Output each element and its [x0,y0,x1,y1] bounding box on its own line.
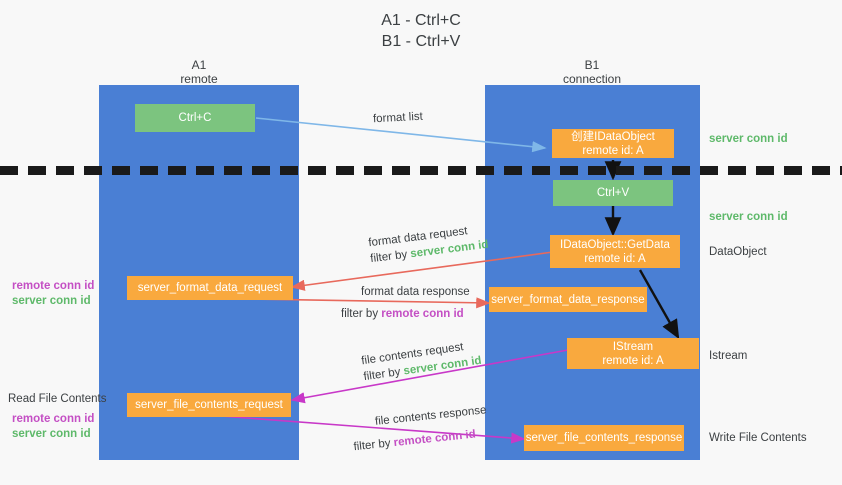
title-line-1: A1 - Ctrl+C [381,12,461,29]
label-file-contents-response: file contents response filter by remote … [353,402,489,453]
box-server-format-data-response: server_format_data_response [489,287,647,312]
left-label-remote-conn-id-1: remote conn id [12,280,95,292]
right-label-server-conn-id-2: server conn id [709,211,788,223]
box-istream-line1: IStream [612,340,654,353]
column-header-b1-name: B1 [584,58,600,72]
right-label-server-conn-id-1: server conn id [709,133,788,145]
filter-value-remote-conn-id: remote conn id [381,308,464,320]
box-istream-line2: remote id: A [602,354,664,367]
box-ctrl-v: Ctrl+V [553,180,673,206]
column-header-b1: B1 connection [512,58,672,86]
box-server-file-contents-request-label: server_file_contents_request [135,399,283,411]
filter-prefix: filter by [369,248,412,266]
filter-value-remote-conn-id: remote conn id [393,428,477,450]
box-idataobject-getdata-line2: remote id: A [584,252,646,265]
column-header-b1-sub: connection [562,72,622,86]
box-istream: IStream remote id: A [567,338,699,369]
box-server-format-data-request: server_format_data_request [127,276,293,300]
left-label-server-conn-id-1: server conn id [12,295,91,307]
box-ctrl-v-label: Ctrl+V [596,187,630,199]
label-format-list-text: format list [372,110,424,126]
box-server-file-contents-request: server_file_contents_request [127,393,291,417]
box-ctrl-c: Ctrl+C [135,104,255,132]
left-label-read-file-contents: Read File Contents [8,393,107,405]
label-format-data-response-text: format data response [361,286,470,298]
box-server-format-data-request-label: server_format_data_request [137,282,283,294]
label-file-contents-response-filter: filter by remote conn id [353,425,490,455]
diagram-title: A1 - Ctrl+C B1 - Ctrl+V [0,10,842,52]
box-create-idataobject-line2: remote id: A [582,144,644,157]
right-label-istream: Istream [709,350,748,362]
label-format-list: format list [373,109,424,128]
label-file-contents-request: file contents request filter by server c… [360,337,483,385]
filter-prefix: filter by [353,437,395,454]
left-label-remote-conn-id-2: remote conn id [12,413,95,425]
box-server-file-contents-response-label: server_file_contents_response [525,432,683,444]
box-server-file-contents-response: server_file_contents_response [524,425,684,451]
box-create-idataobject: 创建IDataObject remote id: A [552,129,674,158]
horizontal-dashed-divider [0,166,842,175]
column-header-a1: A1 remote [119,58,279,86]
filter-prefix: filter by [362,365,405,384]
box-create-idataobject-line1: 创建IDataObject [571,130,655,143]
box-idataobject-getdata: IDataObject::GetData remote id: A [550,235,680,268]
box-ctrl-c-label: Ctrl+C [178,112,212,124]
box-idataobject-getdata-line1: IDataObject::GetData [560,238,670,251]
label-format-data-response: format data response filter by remote co… [341,284,470,322]
box-server-format-data-response-label: server_format_data_response [491,293,645,306]
filter-prefix: filter by [341,308,382,320]
column-header-a1-sub: remote [180,72,218,86]
label-format-data-request: format data request filter by server con… [367,221,489,267]
label-format-data-response-filter: filter by remote conn id [341,306,470,322]
column-header-a1-name: A1 [191,58,207,72]
right-label-dataobject: DataObject [709,246,767,258]
title-line-2: B1 - Ctrl+V [381,33,461,50]
right-label-write-file-contents: Write File Contents [709,432,807,444]
left-label-server-conn-id-2: server conn id [12,428,91,440]
label-file-contents-response-text: file contents response [374,404,487,428]
